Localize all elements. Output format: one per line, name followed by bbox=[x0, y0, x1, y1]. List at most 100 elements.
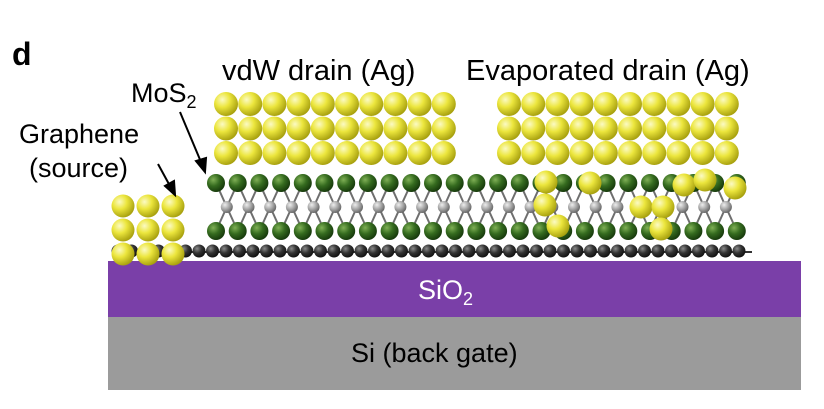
ag-atom bbox=[690, 141, 715, 165]
carbon-atom bbox=[597, 244, 611, 258]
ag-atom bbox=[214, 92, 238, 116]
ag-atom bbox=[310, 141, 335, 165]
carbon-atom bbox=[665, 244, 678, 258]
carbon-atom bbox=[206, 244, 219, 258]
mo-atom bbox=[589, 201, 602, 213]
mo-atom bbox=[329, 201, 342, 213]
s-atom bbox=[554, 174, 573, 192]
carbon-atom bbox=[341, 244, 354, 258]
ag-atom bbox=[310, 92, 335, 116]
ag-atom bbox=[672, 173, 696, 197]
carbon-atom bbox=[219, 244, 233, 258]
s-atom bbox=[207, 222, 225, 240]
carbon-atom bbox=[246, 244, 260, 258]
carbon-atom bbox=[624, 244, 638, 258]
ag-atom bbox=[286, 116, 311, 141]
s-atom bbox=[337, 174, 356, 192]
ag-atom bbox=[335, 92, 359, 116]
carbon-atom bbox=[462, 244, 476, 258]
mo-atom bbox=[416, 201, 429, 213]
s-atom bbox=[467, 222, 486, 240]
evaporated-drain-label: Evaporated drain (Ag) bbox=[466, 55, 750, 87]
s-atom bbox=[315, 174, 334, 192]
s-atom bbox=[380, 222, 399, 240]
sio2-slab bbox=[108, 261, 801, 317]
ag-vdw-drain bbox=[214, 92, 456, 165]
mo-atom bbox=[568, 201, 580, 213]
ag-atom bbox=[161, 194, 185, 218]
s-atom bbox=[597, 174, 616, 192]
ag-atom bbox=[545, 116, 570, 141]
mo-atom bbox=[307, 201, 320, 213]
ag-atom bbox=[214, 116, 238, 141]
vdw-drain-label: vdW drain (Ag) bbox=[222, 55, 416, 87]
ag-atom bbox=[335, 141, 359, 165]
ag-atom bbox=[286, 92, 311, 116]
ag-atom bbox=[666, 141, 691, 165]
ag-atom bbox=[286, 141, 311, 165]
s-atom bbox=[684, 222, 703, 240]
ag-source-contact bbox=[111, 194, 185, 266]
mo-atom bbox=[285, 201, 298, 213]
carbon-atom bbox=[570, 244, 584, 258]
carbon-atom bbox=[435, 244, 449, 258]
carbon-atom bbox=[233, 244, 246, 258]
carbon-atom bbox=[719, 244, 732, 258]
graphene-label-line2: (source) bbox=[29, 153, 129, 183]
ag-atom bbox=[569, 141, 594, 165]
s-atom bbox=[380, 174, 399, 192]
s-atom bbox=[424, 222, 442, 240]
ag-atom bbox=[383, 141, 408, 165]
carbon-atom bbox=[354, 244, 368, 258]
carbon-atom bbox=[651, 244, 665, 258]
ag-atom bbox=[310, 116, 335, 141]
ag-atom bbox=[618, 92, 642, 116]
carbon-atom bbox=[422, 244, 435, 258]
carbon-atom bbox=[530, 244, 543, 258]
s-atom bbox=[727, 222, 746, 240]
s-atom bbox=[597, 222, 616, 240]
ag-atom bbox=[111, 194, 135, 218]
mo-atom bbox=[481, 201, 494, 213]
ag-atom bbox=[690, 92, 715, 116]
ag-atom bbox=[359, 141, 384, 165]
ag-atom bbox=[497, 92, 521, 116]
ag-atom bbox=[431, 92, 456, 116]
ag-atom bbox=[383, 116, 408, 141]
ag-atom bbox=[642, 116, 667, 141]
mo-atom bbox=[264, 201, 277, 213]
ag-atom bbox=[407, 92, 432, 116]
ag-atom bbox=[111, 218, 135, 242]
ag-atom bbox=[136, 242, 160, 266]
ag-atom bbox=[262, 141, 287, 165]
carbon-atom bbox=[489, 244, 503, 258]
carbon-atom bbox=[300, 244, 314, 258]
ag-atom bbox=[578, 171, 602, 195]
carbon-atom bbox=[273, 244, 287, 258]
ag-atom bbox=[714, 92, 739, 116]
s-atom bbox=[619, 174, 638, 192]
ag-atom bbox=[593, 116, 618, 141]
s-atom bbox=[358, 222, 377, 240]
ag-atom bbox=[714, 141, 739, 165]
panel-letter: d bbox=[12, 36, 32, 72]
ag-atom bbox=[136, 194, 160, 218]
ag-atom bbox=[723, 176, 747, 200]
ag-atom bbox=[262, 92, 287, 116]
ag-atom bbox=[238, 92, 263, 116]
s-atom bbox=[641, 174, 659, 192]
ag-atom bbox=[359, 116, 384, 141]
mo-atom bbox=[698, 201, 711, 213]
s-atom bbox=[510, 222, 529, 240]
s-atom bbox=[445, 222, 464, 240]
ag-atom bbox=[238, 116, 263, 141]
carbon-atom bbox=[503, 244, 516, 258]
ag-atom bbox=[238, 141, 263, 165]
mos2-label: MoS2 bbox=[131, 78, 197, 112]
ag-atom bbox=[666, 116, 691, 141]
s-atom bbox=[207, 174, 225, 192]
s-atom bbox=[293, 222, 312, 240]
ag-atom bbox=[618, 141, 642, 165]
